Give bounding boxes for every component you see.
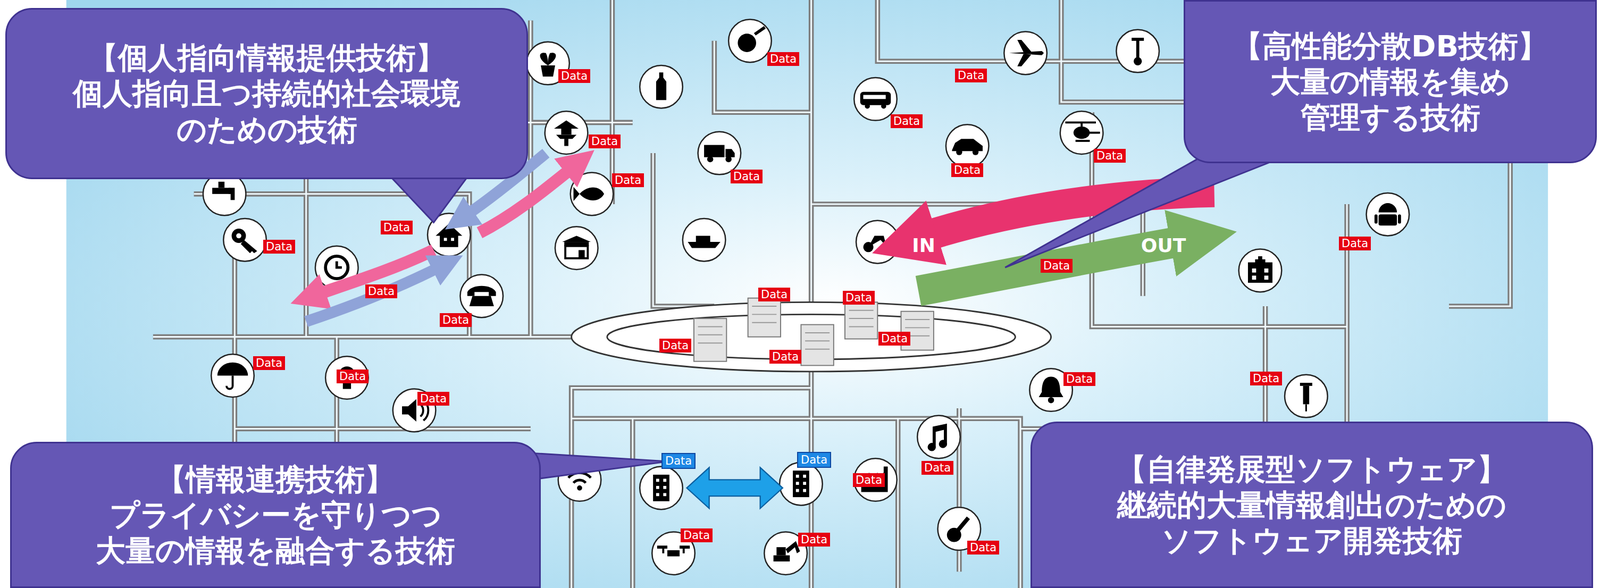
data-tag: Data (890, 114, 923, 129)
data-tag: Data (758, 287, 791, 302)
data-tag: Data (955, 68, 987, 83)
callout-body: プライバシーを守りつつ 大量の情報を融合する技術 (25, 497, 526, 569)
data-tag: Data (661, 453, 696, 469)
data-tag: Data (380, 220, 413, 235)
callout-body: 大量の情報を集め 管理する技術 (1199, 63, 1582, 136)
data-tag: Data (263, 239, 296, 254)
data-tag: Data (336, 369, 369, 384)
data-tag: Data (558, 69, 591, 83)
callout-body: 継続的大量情報創出のための ソフトウェア開発技術 (1045, 487, 1578, 559)
data-tag: Data (588, 134, 621, 149)
callout-heading: 【自律発展型ソフトウェア】 (1045, 451, 1578, 488)
data-tag: Data (1250, 371, 1283, 386)
data-tag: Data (253, 356, 286, 371)
data-tag: Data (680, 528, 713, 543)
data-tag: Data (951, 163, 984, 178)
data-tag: Data (842, 290, 875, 305)
callout-box: 【個人指向情報提供技術】個人指向且つ持続的社会環境 のための技術 (5, 7, 529, 180)
callout-heading: 【高性能分散DB技術】 (1199, 28, 1582, 64)
data-tag: Data (730, 169, 763, 184)
data-tag: Data (852, 473, 885, 488)
callout-box: 【自律発展型ソフトウェア】継続的大量情報創出のための ソフトウェア開発技術 (1030, 421, 1594, 588)
data-tag: Data (659, 338, 692, 353)
data-tag: Data (798, 532, 831, 547)
callout-heading: 【個人指向情報提供技術】 (20, 39, 513, 76)
data-tag: Data (1093, 148, 1126, 163)
data-tag: Data (878, 331, 911, 346)
data-tag: Data (417, 391, 450, 406)
data-tag: Data (439, 313, 472, 328)
data-tag: Data (797, 451, 832, 468)
data-tag: Data (612, 173, 644, 188)
data-tag: Data (769, 349, 802, 364)
flow-label: OUT (1141, 234, 1186, 257)
flow-label: IN (911, 234, 936, 257)
callout-heading: 【情報連携技術】 (25, 461, 526, 498)
callout-body: 個人指向且つ持続的社会環境 のための技術 (20, 75, 513, 147)
data-tag: Data (921, 461, 954, 475)
data-tag: Data (767, 52, 800, 66)
callout-box: 【情報連携技術】プライバシーを守りつつ 大量の情報を融合する技術 (10, 441, 541, 588)
callout-box: 【高性能分散DB技術】大量の情報を集め 管理する技術 (1183, 0, 1597, 164)
data-tag: Data (1338, 236, 1371, 251)
data-tag: Data (1040, 258, 1073, 273)
data-tag: Data (365, 284, 398, 299)
data-tag: Data (967, 540, 1000, 555)
data-tag: Data (1063, 372, 1096, 387)
